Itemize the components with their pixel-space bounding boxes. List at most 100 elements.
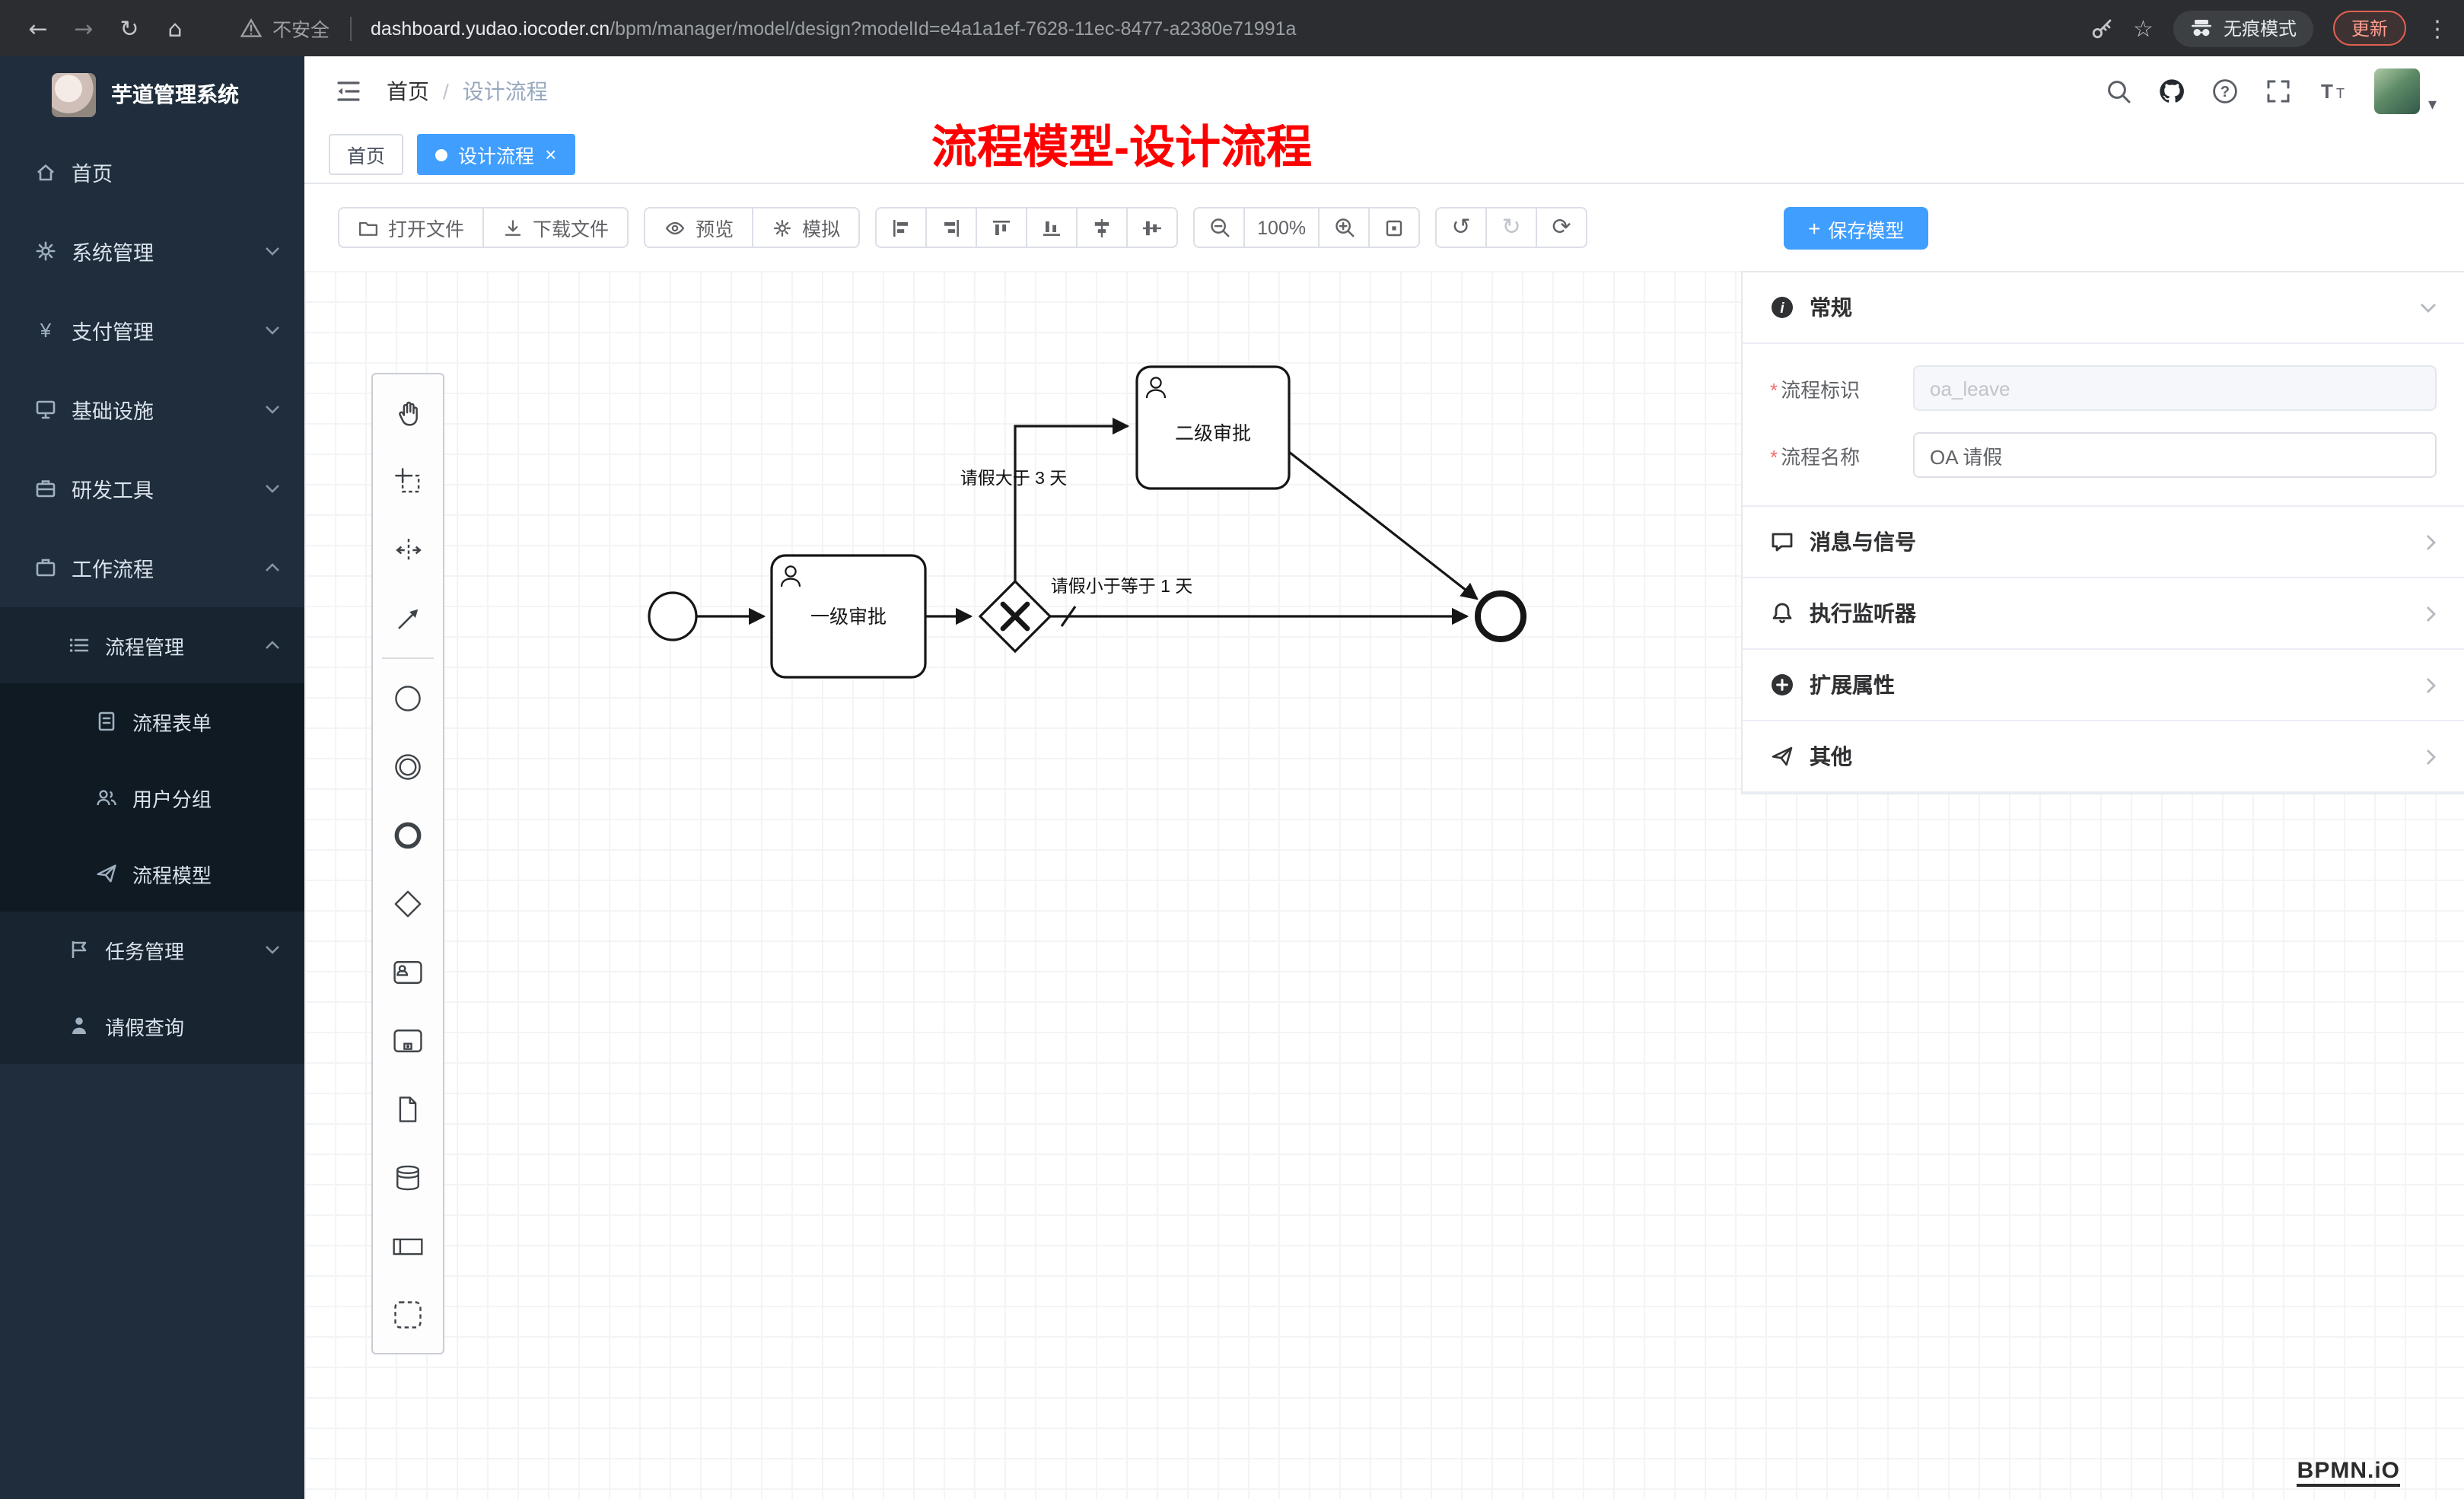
sidebar-item-label: 流程管理 [105,635,185,658]
align-center-button[interactable] [1076,207,1129,248]
sidebar-item-home[interactable]: 首页 [0,132,304,212]
align-bottom-button[interactable] [1026,207,1078,248]
browser-menu-icon[interactable]: ⋮ [2426,14,2449,42]
align-top-button[interactable] [976,207,1028,248]
start-event[interactable] [648,591,698,641]
restart-button[interactable]: ⟳ [1536,207,1588,248]
create-gateway[interactable] [373,869,443,937]
create-participant[interactable] [373,1211,443,1280]
task-label: 二级审批 [1175,423,1251,444]
align-left-button[interactable] [875,207,928,248]
chevron-right-icon [2426,533,2437,550]
sidebar-item-process-models[interactable]: 流程模型 [0,835,304,912]
close-icon[interactable]: × [545,143,557,166]
zoom-level-button[interactable]: 100% [1243,207,1320,248]
sidebar-collapse-icon[interactable] [335,78,362,105]
create-data-object[interactable] [373,1074,443,1143]
search-icon[interactable] [2106,78,2133,105]
fullscreen-icon[interactable] [2265,78,2293,105]
create-user-task[interactable] [373,937,443,1006]
sidebar-item-system[interactable]: 系统管理 [0,212,304,291]
download-file-button[interactable]: 下载文件 [482,207,629,248]
simulate-button[interactable]: 模拟 [752,207,861,248]
create-start-event[interactable] [373,664,443,732]
address-bar[interactable]: 不安全 dashboard.yudao.iocoder.cn/bpm/manag… [240,14,1296,43]
chevron-right-icon [2426,605,2437,622]
zoom-reset-button[interactable] [1368,207,1421,248]
create-end-event[interactable] [373,800,443,869]
avatar [2374,68,2421,114]
plus-circle-icon [1772,674,1793,695]
sidebar-item-process-management[interactable]: 流程管理 [0,607,304,683]
github-icon[interactable] [2159,78,2186,105]
create-group[interactable] [373,1280,443,1348]
sidebar-item-user-groups[interactable]: 用户分组 [0,759,304,835]
open-file-button[interactable]: 打开文件 [338,207,485,248]
browser-forward-icon[interactable]: → [74,14,94,42]
create-intermediate-event[interactable] [373,732,443,800]
flow-label-le1[interactable]: 请假小于等于 1 天 [1051,576,1193,596]
section-general[interactable]: i 常规 [1743,272,2464,344]
bookmark-star-icon[interactable]: ☆ [2133,14,2154,42]
sidebar-item-payment[interactable]: ¥ 支付管理 [0,291,304,370]
exclusive-gateway[interactable] [978,579,1052,654]
tab-label: 首页 [347,146,386,167]
save-model-button[interactable]: + 保存模型 [1784,207,1929,250]
flow-label-gt3[interactable]: 请假大于 3 天 [960,468,1068,488]
process-id-input[interactable] [1913,365,2437,411]
users-icon [94,785,119,810]
bpmn-io-watermark[interactable]: BPMN.iO [2297,1458,2400,1487]
section-execution-listeners[interactable]: 执行监听器 [1743,578,2464,650]
redo-button[interactable]: ↻ [1485,207,1538,248]
browser-home-icon[interactable]: ⌂ [167,14,183,42]
lasso-tool[interactable] [373,447,443,516]
incognito-icon [2190,18,2213,38]
button-label: 下载文件 [533,219,610,240]
align-middle-button[interactable] [1126,207,1179,248]
section-messages-signals[interactable]: 消息与信号 [1743,507,2464,578]
logo-image [52,72,96,116]
sidebar-item-task-management[interactable]: 任务管理 [0,912,304,988]
process-name-input[interactable] [1913,432,2437,478]
user-menu[interactable]: ▾ [2374,68,2437,114]
app-logo[interactable]: 芋道管理系统 [0,56,304,132]
flow-task2-to-end[interactable] [1288,450,1479,600]
sidebar-item-dev-tools[interactable]: 研发工具 [0,449,304,528]
zoom-out-button[interactable] [1193,207,1246,248]
create-data-store[interactable] [373,1143,443,1211]
section-title: 扩展属性 [1810,673,1895,697]
url-text: dashboard.yudao.iocoder.cn/bpm/manager/m… [371,18,1296,39]
key-icon[interactable] [2089,16,2113,40]
message-icon [1772,533,1793,552]
browser-update-button[interactable]: 更新 [2332,11,2406,46]
sidebar-item-infrastructure[interactable]: 基础设施 [0,370,304,449]
tab-design-process[interactable]: 设计流程 × [417,134,575,175]
align-right-button[interactable] [925,207,978,248]
end-event[interactable] [1475,590,1526,642]
app-header: 首页 / 设计流程 ? [304,56,2464,126]
global-connect-tool[interactable] [373,584,443,653]
gear-icon [33,239,58,263]
warning-icon [240,18,262,38]
undo-button[interactable]: ↺ [1435,207,1488,248]
space-tool[interactable] [373,516,443,584]
zoom-in-button[interactable] [1318,207,1370,248]
sidebar-item-workflow[interactable]: 工作流程 [0,528,304,607]
section-extended-properties[interactable]: 扩展属性 [1743,650,2464,721]
field-label: *流程名称 [1770,445,1861,468]
task-second-approval[interactable]: 二级审批 [1135,365,1291,490]
tab-home[interactable]: 首页 [329,134,404,175]
task-first-approval[interactable]: 一级审批 [770,554,927,679]
browser-back-icon[interactable]: ← [28,14,48,42]
sidebar-item-leave-query[interactable]: 请假查询 [0,988,304,1064]
flow-gateway-to-task2[interactable] [1014,417,1130,581]
breadcrumb-home[interactable]: 首页 [387,79,429,103]
hand-tool[interactable] [373,379,443,447]
help-icon[interactable]: ? [2212,78,2240,105]
preview-button[interactable]: 预览 [644,207,754,248]
create-subprocess[interactable] [373,1006,443,1074]
sidebar-item-process-forms[interactable]: 流程表单 [0,683,304,759]
section-other[interactable]: 其他 [1743,721,2464,793]
browser-reload-icon[interactable]: ↻ [119,14,139,42]
